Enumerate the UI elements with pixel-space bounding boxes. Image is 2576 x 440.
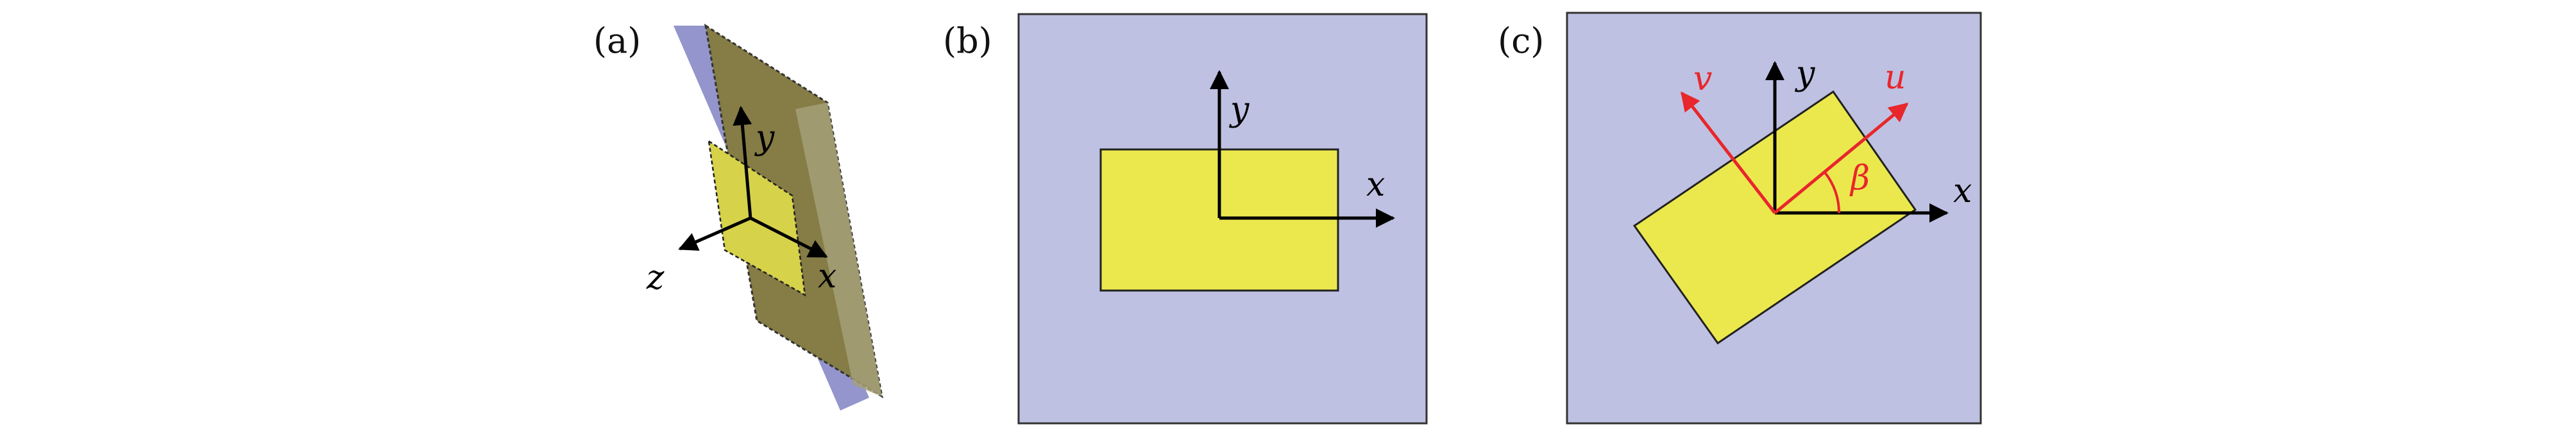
panel-c-beta-label: β	[1849, 159, 1870, 198]
panel-c-u-label: u	[1885, 58, 1906, 97]
substrate-edge-face	[795, 103, 882, 396]
panel-a-z-axis	[678, 216, 751, 251]
panel-c-u-axis	[1774, 103, 1909, 214]
panel-c-label: (c)	[1498, 21, 1544, 61]
panel-c-angle-arc	[1824, 171, 1841, 214]
panel-b-y-label: y	[1229, 90, 1250, 129]
panel-c-y-label: y	[1795, 55, 1815, 93]
panel-a-z-label: z	[646, 258, 665, 297]
panel-a-y-axis	[733, 106, 752, 219]
panel-c-v-label: v	[1693, 60, 1712, 98]
panel-a-x-axis	[749, 216, 828, 258]
panel-c: (c) v y u x β	[1498, 12, 1982, 425]
panel-a: (a) y z x	[593, 21, 884, 410]
panel-b-x-label: x	[1366, 165, 1385, 204]
panel-a-label: (a)	[593, 21, 641, 61]
panel-c-x-label: x	[1953, 172, 1972, 210]
panel-c-v-axis	[1681, 91, 1776, 214]
panel-a-patch	[708, 139, 806, 297]
panel-b: (b) y x	[943, 13, 1428, 425]
panel-b-label: (b)	[943, 21, 992, 61]
panel-a-y-label: y	[754, 119, 775, 157]
panel-a-x-label: x	[818, 257, 836, 296]
